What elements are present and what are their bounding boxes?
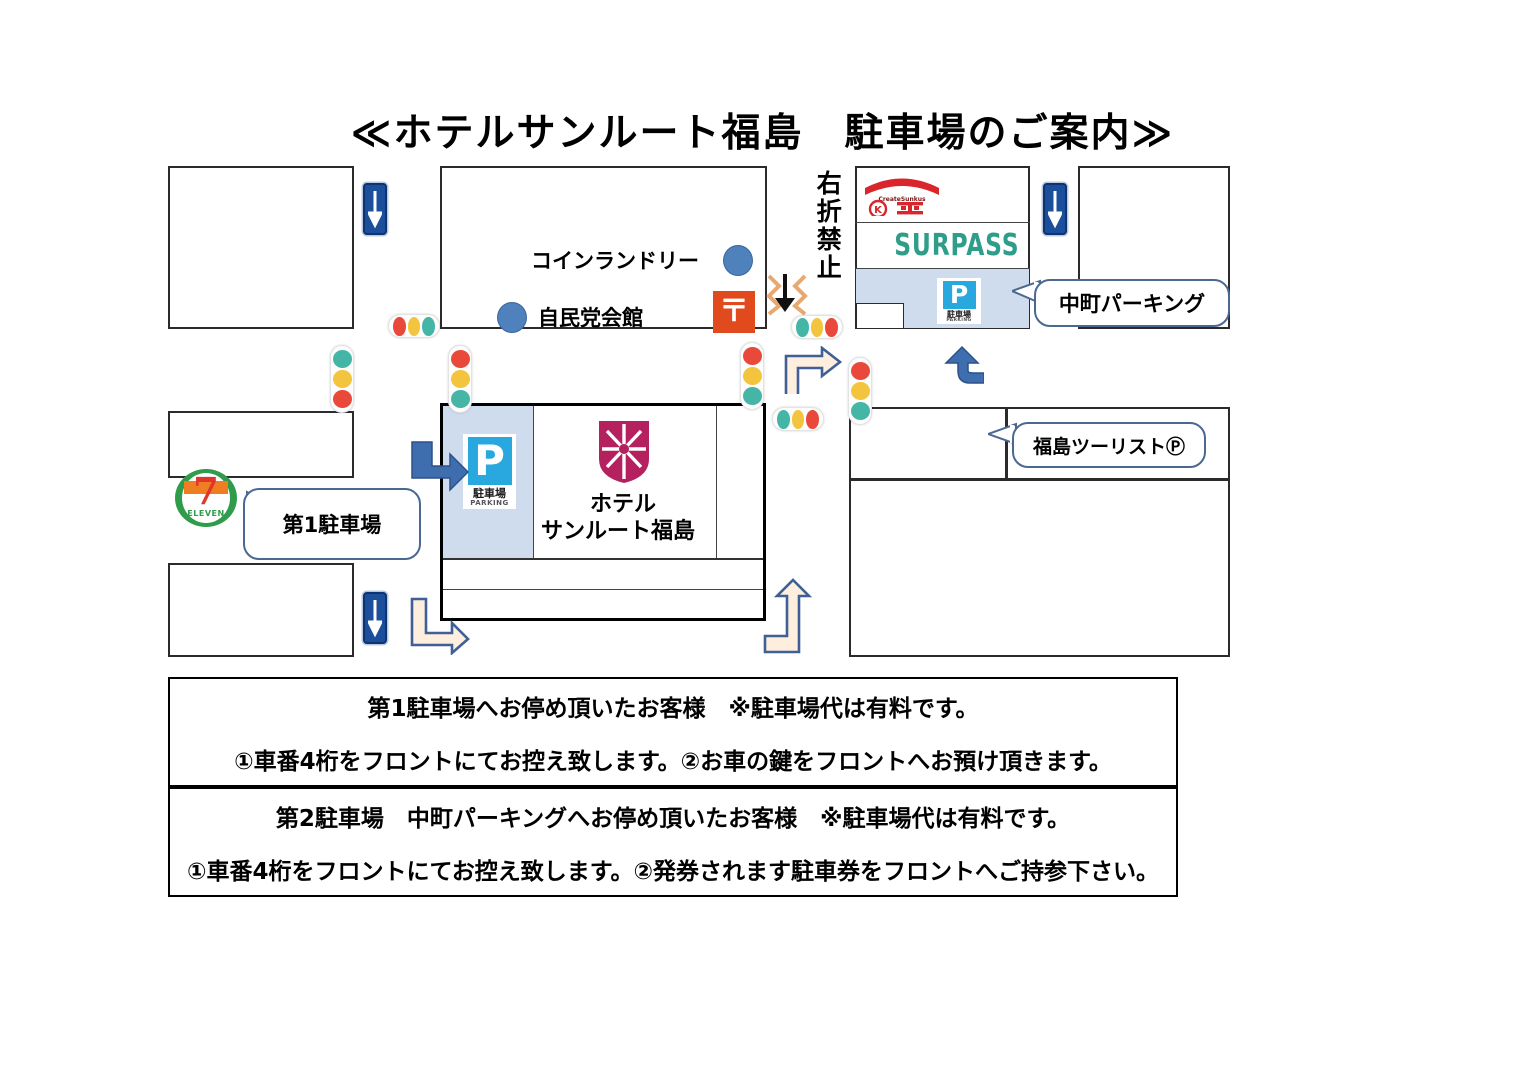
arrow-down-icon: [368, 191, 382, 229]
signal-lamp-red: [806, 409, 820, 429]
signal-lamp-yellow: [791, 409, 805, 429]
oneway-sign-top-right: [1043, 183, 1067, 235]
label-ldp-hall: 自民党会館: [538, 306, 643, 330]
signal-7: [848, 357, 872, 425]
drugstore-logo-icon: CreateSunkus K: [861, 171, 943, 216]
route-arrow-bottom-right: [763, 578, 819, 654]
arrow-down-icon: [368, 600, 382, 638]
hotel-block-divider-v2: [716, 406, 717, 558]
post-office-icon: 〒: [713, 291, 755, 333]
hotel-parking-p-letter: P: [467, 437, 512, 485]
callout-first-parking[interactable]: 第1駐車場: [243, 488, 441, 560]
notice-first-parking: 第1駐車場へお停め頂いたお客様 ※駐車場代は有料です。 ①車番4桁をフロントにて…: [168, 677, 1178, 787]
signal-lamp-red: [742, 347, 762, 365]
hotel-block-divider-h2: [443, 589, 763, 590]
building-block-top-center: [440, 166, 767, 329]
signal-6: [791, 315, 843, 339]
route-arrow-to-hotel-parking: [406, 440, 472, 498]
signal-lamp-yellow: [810, 317, 824, 337]
nakamachi-parking-booth: [856, 303, 904, 329]
signal-lamp-green: [796, 317, 809, 337]
notice-first-parking-line2: ①車番4桁をフロントにてお控え致します。②お車の鍵をフロントへお預け頂きます。: [234, 748, 1112, 775]
store-divider-2: [855, 268, 1030, 269]
building-block-seven-eleven: [168, 411, 354, 478]
parking-caption-en: PARKING: [946, 318, 972, 324]
signal-lamp-green: [850, 402, 870, 420]
signal-1: [388, 314, 440, 338]
callout-fukushima-tourist-label: 福島ツーリストⓅ: [1032, 435, 1185, 458]
callout-fukushima-tourist[interactable]: 福島ツーリストⓅ: [985, 422, 1206, 468]
callout-first-parking-label: 第1駐車場: [282, 513, 382, 537]
label-coin-laundry: コインランドリー: [531, 249, 699, 273]
notice-second-parking-line2: ①車番4桁をフロントにてお控え致します。②発券されます駐車券をフロントへご持参下…: [187, 858, 1159, 885]
building-block-right-lower: [849, 479, 1230, 657]
signal-lamp-red: [393, 316, 406, 336]
callout-first-parking-body: 第1駐車場: [243, 488, 421, 560]
coin-laundry-marker-dot: [723, 245, 753, 276]
route-arrow-nakamachi-entry: [938, 330, 968, 364]
signal-lamp-red: [825, 317, 839, 337]
svg-text:K: K: [874, 205, 883, 216]
label-surpass: SURPASS: [894, 228, 1020, 263]
notice-second-parking-line1: 第2駐車場 中町パーキングへお停め頂いたお客様 ※駐車場代は有料です。: [275, 805, 1071, 832]
seven-eleven-orange-bar: [184, 481, 228, 494]
notice-second-parking: 第2駐車場 中町パーキングへお停め頂いたお客様 ※駐車場代は有料です。 ①車番4…: [168, 787, 1178, 897]
signal-4: [740, 342, 764, 410]
hotel-parking-sign: P 駐車場 PARKING: [463, 434, 516, 509]
hotel-parking-caption-en: PARKING: [470, 498, 509, 507]
oneway-sign-bottom-left: [363, 592, 387, 644]
svg-text:CreateSunkus: CreateSunkus: [878, 196, 926, 203]
signal-lamp-yellow: [450, 370, 470, 388]
signal-3: [448, 345, 472, 413]
no-right-turn-zigzag-icon: [765, 268, 809, 318]
callout-fukushima-tourist-body: 福島ツーリストⓅ: [1012, 422, 1206, 468]
hotel-parking-caption-jp: 駐車場: [473, 487, 506, 500]
signal-2: [330, 345, 354, 413]
route-arrow-bottom-left: [408, 597, 470, 656]
seven-eleven-icon: 7 ELEVEN: [175, 469, 237, 527]
signal-lamp-yellow: [850, 382, 870, 400]
building-block-bottom-left: [168, 563, 354, 657]
building-block-top-left: [168, 166, 354, 329]
signal-lamp-green: [450, 390, 470, 408]
route-arrow-to-nakamachi: [936, 333, 985, 389]
page-title: ≪ホテルサンルート福島 駐車場のご案内≫: [350, 111, 1175, 156]
ldp-hall-marker-dot: [497, 302, 527, 333]
hotel-sunroute-logo-icon: [595, 419, 653, 485]
parking-caption-jp: 駐車場: [947, 309, 971, 319]
signal-lamp-green: [422, 316, 436, 336]
signal-lamp-red: [450, 350, 470, 368]
signal-lamp-green: [332, 350, 352, 368]
seven-eleven-number: 7: [193, 469, 219, 513]
callout-nakamachi-parking-body: 中町パーキング: [1034, 279, 1230, 327]
signal-lamp-red: [332, 390, 352, 408]
route-arrow-right-turn: [782, 345, 844, 398]
label-hotel-name-line1: ホテル: [590, 492, 657, 517]
signal-lamp-red: [850, 362, 870, 380]
callout-nakamachi-parking[interactable]: 中町パーキング: [1009, 279, 1230, 327]
signal-lamp-yellow: [742, 367, 762, 385]
nakamachi-parking-sign: P 駐車場 PARKING: [937, 278, 981, 324]
hotel-block-divider-v1: [533, 406, 534, 558]
parking-p-letter: P: [942, 281, 976, 309]
label-no-right-turn: 右折禁止: [813, 170, 843, 282]
notice-first-parking-line1: 第1駐車場へお停め頂いたお客様 ※駐車場代は有料です。: [367, 695, 979, 722]
signal-lamp-yellow: [332, 370, 352, 388]
building-block-right-middle-left: [849, 407, 1007, 480]
hotel-block-divider-h1: [443, 558, 763, 560]
store-divider-1: [855, 222, 1030, 223]
signal-lamp-green: [777, 409, 790, 429]
signal-lamp-yellow: [407, 316, 421, 336]
arrow-down-icon: [1048, 191, 1062, 229]
signal-5: [772, 407, 824, 431]
seven-eleven-wordmark: ELEVEN: [187, 509, 225, 518]
signal-lamp-green: [742, 387, 762, 405]
label-hotel-name-line2: サンルート福島: [541, 519, 696, 544]
callout-nakamachi-parking-label: 中町パーキング: [1058, 292, 1206, 316]
oneway-sign-top-left: [363, 183, 387, 235]
